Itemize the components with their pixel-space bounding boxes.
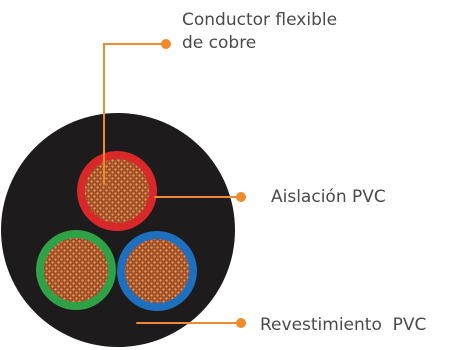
label-conductor: Conductor flexible de cobre (182, 9, 337, 55)
conductor-green (36, 230, 116, 310)
label-revestimiento: Revestimiento PVC (260, 315, 427, 335)
leader-dot-revestimiento (236, 318, 246, 328)
copper-core-blue (125, 239, 189, 303)
conductor-red (77, 151, 157, 231)
label-aislacion: Aislación PVC (271, 187, 386, 207)
leader-conductor (103, 43, 167, 185)
leader-dots (161, 39, 246, 328)
leader-dot-aislacion (236, 192, 246, 202)
conductor-blue (117, 231, 197, 311)
label-conductor-line2: de cobre (182, 32, 257, 53)
copper-core-green (44, 238, 108, 302)
leader-lines (103, 43, 242, 324)
label-conductor-line1: Conductor flexible (182, 10, 338, 30)
leader-dot-conductor (161, 39, 171, 49)
copper-core-red (85, 159, 149, 223)
